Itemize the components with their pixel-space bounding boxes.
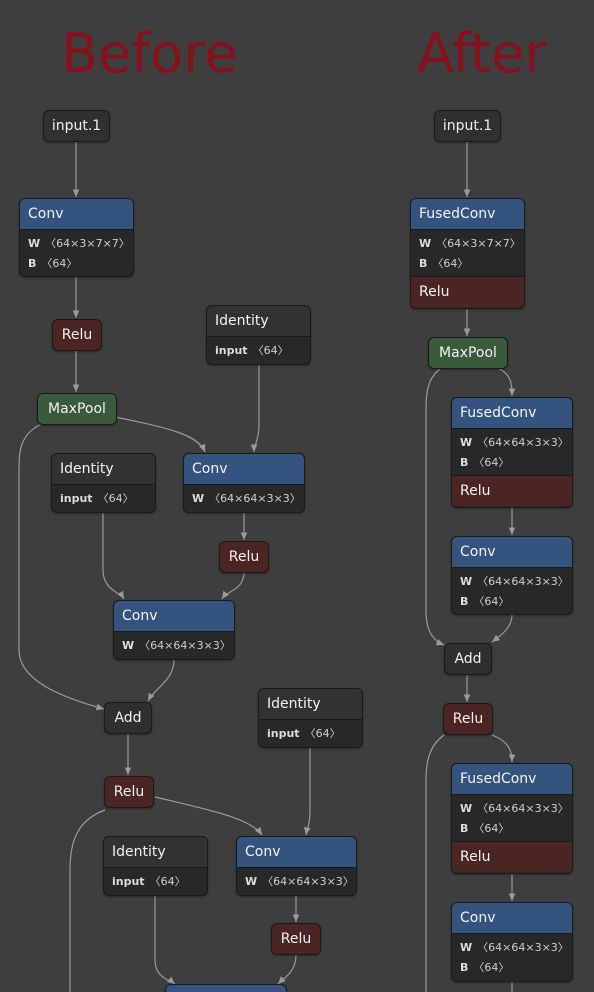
node-attributes: W〈64×64×3×3〉 B〈64〉 xyxy=(452,428,572,475)
edge xyxy=(491,614,513,643)
before-relu-node-1[interactable]: Relu xyxy=(52,319,102,351)
before-identity-node-3[interactable]: Identity input〈64〉 xyxy=(258,688,363,748)
node-header: Conv xyxy=(452,537,572,567)
node-attributes: input〈64〉 xyxy=(207,336,310,363)
after-conv-node-1[interactable]: Conv W〈64×64×3×3〉 B〈64〉 xyxy=(451,536,573,615)
node-label: Relu xyxy=(113,784,145,800)
node-attributes: W〈64×3×7×7〉 B〈64〉 xyxy=(20,229,133,276)
edge xyxy=(277,954,297,985)
fused-activation: Relu xyxy=(452,475,572,506)
before-add-node[interactable]: Add xyxy=(104,702,152,734)
before-identity-node-2[interactable]: Identity input〈64〉 xyxy=(51,453,156,513)
before-relu-node-3[interactable]: Relu xyxy=(104,776,154,808)
before-maxpool-node[interactable]: MaxPool xyxy=(37,393,117,425)
node-header: Conv xyxy=(20,199,133,229)
edge xyxy=(69,809,106,992)
before-conv-node-2[interactable]: Conv W〈64×64×3×3〉 xyxy=(183,453,305,513)
before-conv-node-5[interactable] xyxy=(165,984,287,992)
node-attributes: W〈64×64×3×3〉 xyxy=(184,484,304,511)
node-header xyxy=(166,985,286,992)
after-relu-node[interactable]: Relu xyxy=(443,703,493,735)
node-attributes: W〈64×64×3×3〉 B〈64〉 xyxy=(452,933,572,980)
node-header: Conv xyxy=(114,601,234,631)
fused-activation: Relu xyxy=(411,276,524,307)
node-label: Add xyxy=(454,651,482,667)
before-conv-node-1[interactable]: Conv W〈64×3×7×7〉 B〈64〉 xyxy=(19,198,134,277)
before-title: Before xyxy=(61,22,238,85)
edge xyxy=(102,513,125,600)
node-attributes: W〈64×64×3×3〉 xyxy=(114,631,234,658)
node-header: Conv xyxy=(237,837,356,867)
before-relu-node-4[interactable]: Relu xyxy=(271,923,321,955)
edge xyxy=(497,367,516,397)
node-attributes: W〈64×64×3×3〉 B〈64〉 xyxy=(452,794,572,841)
node-label: input.1 xyxy=(51,118,102,134)
fused-activation: Relu xyxy=(452,841,572,872)
node-label: Relu xyxy=(280,931,312,947)
after-conv-node-2[interactable]: Conv W〈64×64×3×3〉 B〈64〉 xyxy=(451,902,573,982)
edge xyxy=(425,368,445,646)
after-input-node[interactable]: input.1 xyxy=(434,110,501,142)
node-header: Identity xyxy=(52,454,155,484)
node-label: Relu xyxy=(452,711,484,727)
node-label: Relu xyxy=(228,549,260,565)
node-attributes: input〈64〉 xyxy=(52,484,155,511)
node-header: FusedConv xyxy=(452,764,572,794)
edge xyxy=(425,734,445,992)
node-header: Identity xyxy=(259,689,362,719)
before-identity-node-1[interactable]: Identity input〈64〉 xyxy=(206,305,311,365)
edge xyxy=(303,748,311,836)
node-label: MaxPool xyxy=(439,345,497,361)
node-attributes: input〈64〉 xyxy=(104,867,207,894)
node-label: input.1 xyxy=(442,118,493,134)
node-attributes: W〈64×64×3×3〉 B〈64〉 xyxy=(452,567,572,614)
edge xyxy=(154,896,176,985)
after-maxpool-node[interactable]: MaxPool xyxy=(428,337,508,369)
node-header: Conv xyxy=(452,903,572,933)
node-header: Identity xyxy=(104,837,207,867)
edge xyxy=(147,659,175,702)
edge xyxy=(114,416,206,453)
before-input-node[interactable]: input.1 xyxy=(43,110,110,142)
after-fusedconv-node-1[interactable]: FusedConv W〈64×3×7×7〉 B〈64〉 Relu xyxy=(410,198,525,309)
after-title: After xyxy=(417,22,547,85)
node-attributes: W〈64×64×3×3〉 xyxy=(237,867,356,894)
node-attributes: input〈64〉 xyxy=(259,719,362,746)
node-label: MaxPool xyxy=(48,401,106,417)
node-attributes: W〈64×3×7×7〉 B〈64〉 xyxy=(411,229,524,276)
after-add-node[interactable]: Add xyxy=(444,643,492,675)
edge xyxy=(250,365,260,453)
node-header: FusedConv xyxy=(411,199,524,229)
before-identity-node-4[interactable]: Identity input〈64〉 xyxy=(103,836,208,896)
node-label: Add xyxy=(114,710,142,726)
after-fusedconv-node-3[interactable]: FusedConv W〈64×64×3×3〉 B〈64〉 Relu xyxy=(451,763,573,874)
node-header: Conv xyxy=(184,454,304,484)
before-relu-node-2[interactable]: Relu xyxy=(219,541,269,573)
node-label: Relu xyxy=(61,327,93,343)
edge xyxy=(154,796,263,836)
before-conv-node-4[interactable]: Conv W〈64×64×3×3〉 xyxy=(236,836,357,896)
node-header: Identity xyxy=(207,306,310,336)
node-header: FusedConv xyxy=(452,398,572,428)
edge xyxy=(18,421,105,711)
before-conv-node-3[interactable]: Conv W〈64×64×3×3〉 xyxy=(113,600,235,660)
after-fusedconv-node-2[interactable]: FusedConv W〈64×64×3×3〉 B〈64〉 Relu xyxy=(451,397,573,508)
edge xyxy=(491,734,516,763)
edge xyxy=(221,571,245,600)
